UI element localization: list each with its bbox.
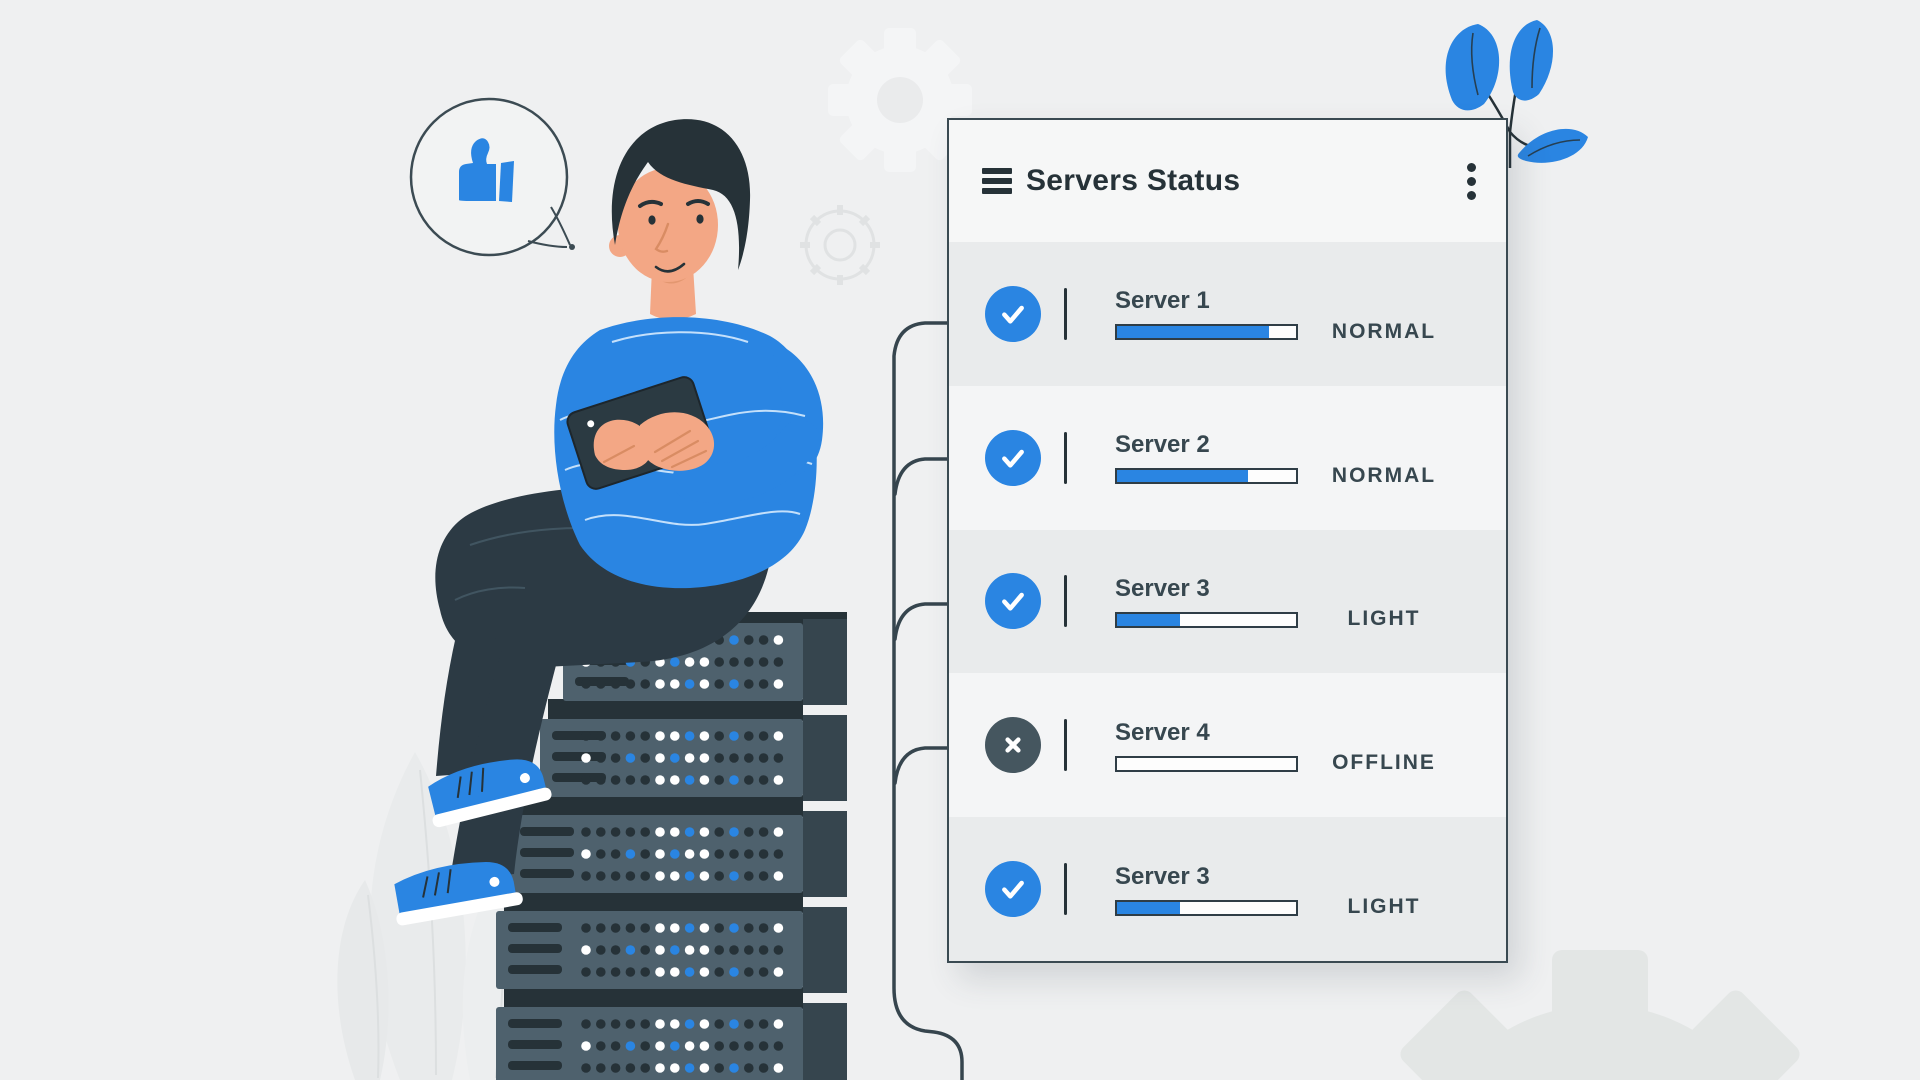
sneaker — [394, 862, 523, 926]
server-row: Server 4 OFFLINE — [949, 673, 1506, 818]
plant — [1445, 20, 1588, 168]
server-load-progressbar — [1115, 755, 1298, 772]
gear-icon-top — [828, 28, 972, 172]
kebab-menu-icon[interactable] — [1461, 157, 1482, 206]
server-status-icon — [985, 285, 1041, 342]
server-row: Server 3 LIGHT — [949, 817, 1506, 961]
progress-fill — [1117, 470, 1248, 483]
connector-cables — [892, 321, 964, 1080]
man-head — [609, 119, 751, 282]
servers-status-panel: Servers Status Server 1 NORMAL — [947, 118, 1508, 963]
server-status-icon — [985, 573, 1041, 630]
row-divider — [1064, 719, 1067, 772]
server-name: Server 3 — [1115, 574, 1210, 602]
server-status-icon — [985, 429, 1041, 486]
server-load-progressbar — [1115, 611, 1298, 628]
progress-fill — [1117, 613, 1180, 626]
server-load-progressbar — [1115, 324, 1298, 341]
gear-icon-bottom-right — [1400, 950, 1800, 1080]
server-status-label: OFFLINE — [1332, 751, 1436, 775]
server-name: Server 2 — [1115, 431, 1210, 459]
row-divider — [1064, 575, 1067, 628]
hamburger-icon[interactable] — [982, 168, 1012, 194]
server-status-label: LIGHT — [1347, 895, 1421, 919]
row-divider — [1064, 863, 1067, 916]
progress-fill — [1117, 326, 1270, 339]
server-name: Server 3 — [1115, 862, 1210, 890]
server-status-icon — [985, 717, 1041, 774]
row-divider — [1064, 431, 1067, 484]
server-status-icon — [985, 861, 1041, 918]
server-status-label: LIGHT — [1347, 607, 1421, 631]
server-status-label: NORMAL — [1331, 319, 1437, 343]
panel-title: Servers Status — [1026, 164, 1241, 197]
server-load-progressbar — [1115, 468, 1298, 485]
man-hand — [593, 412, 715, 471]
speech-bubble — [409, 97, 575, 257]
sneaker — [428, 759, 552, 828]
panel-header: Servers Status — [949, 120, 1506, 242]
server-row: Server 1 NORMAL — [949, 242, 1506, 386]
server-status-label: NORMAL — [1331, 463, 1437, 487]
server-name: Server 1 — [1115, 287, 1210, 315]
gear-outline-icon — [800, 205, 880, 285]
illustration-man — [394, 119, 824, 926]
server-row: Server 3 LIGHT — [949, 529, 1506, 674]
server-name: Server 4 — [1115, 718, 1210, 746]
thumbs-up-icon — [459, 138, 514, 202]
server-rows: Server 1 NORMAL Server 2 NORMAL — [949, 242, 1506, 961]
server-row: Server 2 NORMAL — [949, 385, 1506, 530]
server-load-progressbar — [1115, 899, 1298, 916]
row-divider — [1064, 287, 1067, 340]
progress-fill — [1117, 901, 1180, 914]
